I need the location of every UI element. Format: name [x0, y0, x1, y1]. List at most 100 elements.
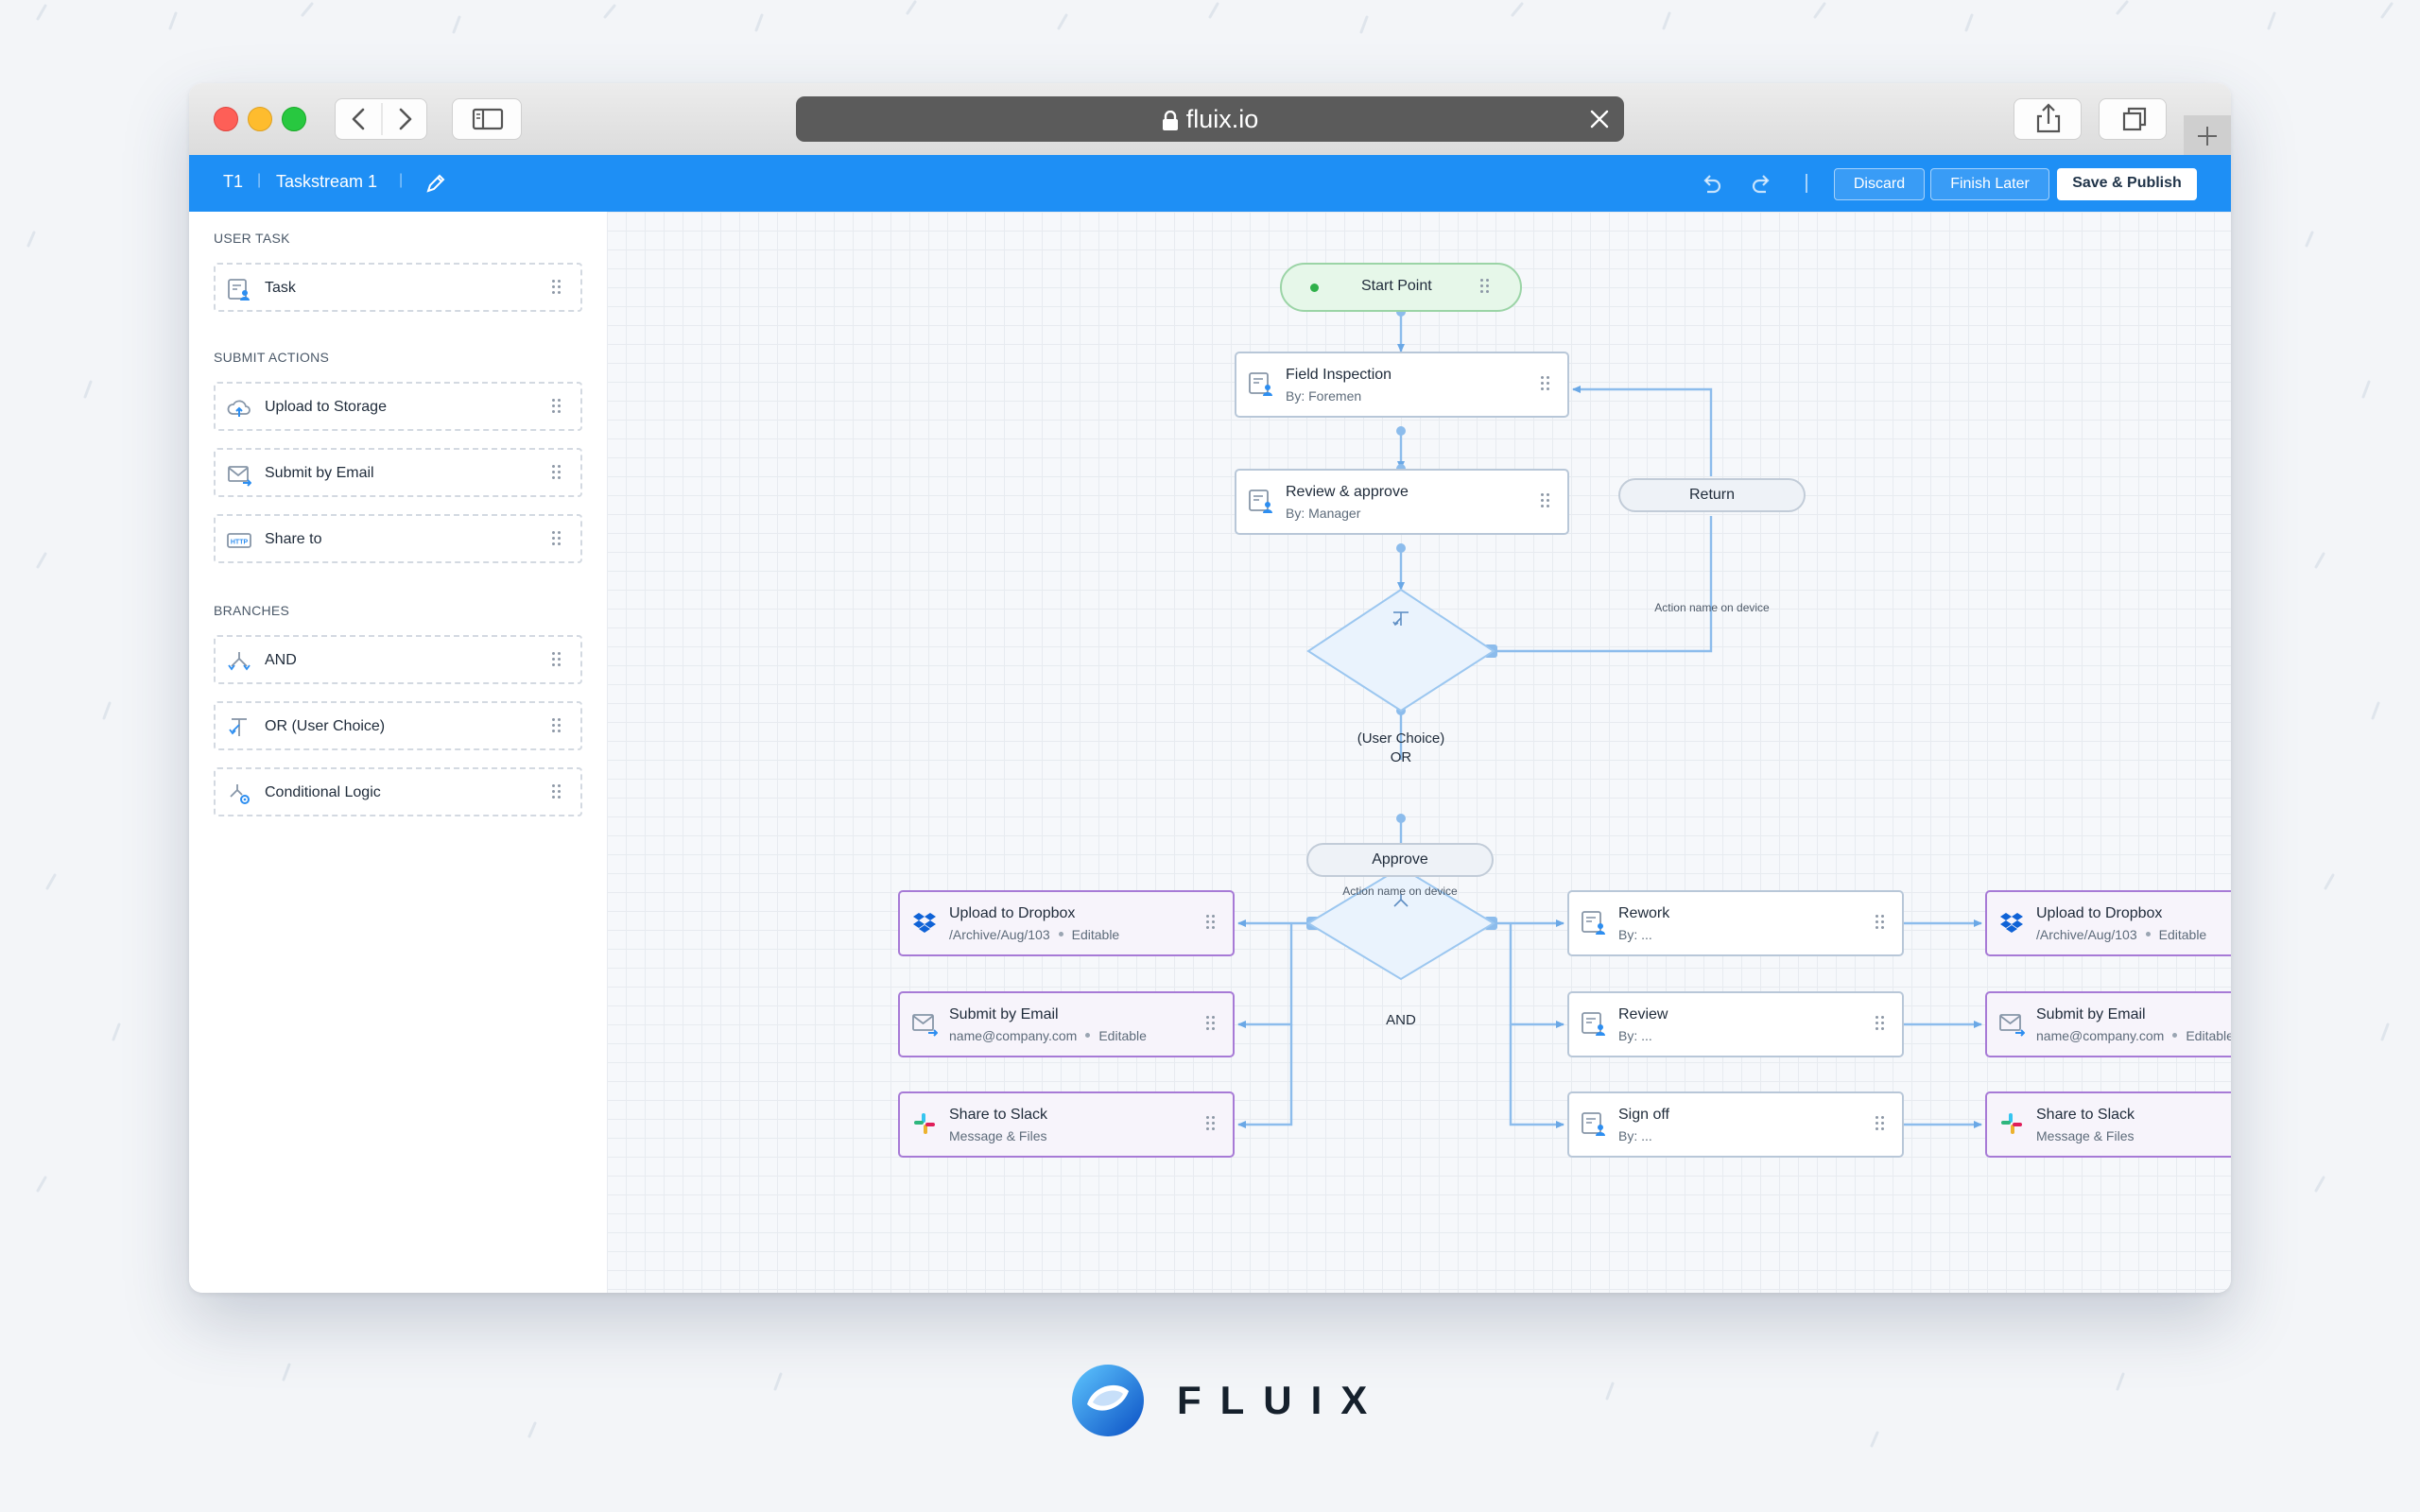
close-window-button[interactable] — [214, 107, 238, 131]
finish-later-button[interactable]: Finish Later — [1930, 168, 2049, 200]
start-point-label: Start Point — [1361, 278, 1432, 294]
browser-titlebar: fluix.io — [189, 83, 2231, 156]
sidebar-toggle-button[interactable] — [452, 98, 522, 140]
fluix-wordmark: FLUIX — [1177, 1378, 1387, 1422]
address-bar[interactable]: fluix.io — [796, 96, 1624, 142]
node-assignee: By: Foremen — [1286, 388, 1362, 404]
slack-icon — [2001, 1113, 2022, 1134]
node-email: name@company.com — [949, 1028, 1078, 1043]
and-branch-icon — [228, 652, 251, 671]
node-assignee: By: ... — [1618, 927, 1652, 942]
palette-item-or-user-choice[interactable]: OR (User Choice) — [214, 701, 582, 750]
edit-pencil-icon[interactable] — [424, 171, 448, 196]
node-detail: Message & Files — [2036, 1128, 2135, 1143]
task-node-field-inspection[interactable]: Field Inspection By: Foremen — [1235, 352, 1569, 418]
drag-handle-icon[interactable] — [1541, 376, 1552, 393]
save-publish-button[interactable]: Save & Publish — [2057, 168, 2197, 200]
slack-icon — [914, 1113, 935, 1134]
drag-handle-icon[interactable] — [1206, 1016, 1218, 1033]
drag-handle-icon[interactable] — [1480, 279, 1492, 296]
palette-item-conditional-logic[interactable]: Conditional Logic — [214, 767, 582, 816]
start-point-node[interactable]: Start Point — [1280, 263, 1522, 312]
http-icon: HTTP — [227, 533, 251, 548]
drag-handle-icon[interactable] — [1206, 915, 1218, 932]
drag-handle-icon[interactable] — [1876, 915, 1887, 932]
zoom-window-button[interactable] — [282, 107, 306, 131]
palette-item-label: AND — [265, 652, 297, 668]
node-path: /Archive/Aug/103 — [2036, 927, 2137, 942]
new-tab-button[interactable] — [2184, 115, 2231, 155]
close-icon[interactable] — [1588, 108, 1611, 130]
cloud-upload-icon — [227, 400, 251, 417]
node-title: Sign off — [1618, 1107, 1669, 1123]
action-node-share-to-slack[interactable]: Share to Slack Message & Files — [1985, 1091, 2231, 1158]
palette-item-label: Share to — [265, 531, 322, 547]
node-path: /Archive/Aug/103 — [949, 927, 1050, 942]
drag-handle-icon[interactable] — [1876, 1016, 1887, 1033]
drag-handle-icon[interactable] — [1206, 1116, 1218, 1133]
drag-handle-icon[interactable] — [1541, 493, 1552, 510]
share-button[interactable] — [2014, 98, 2082, 140]
task-icon — [1582, 1012, 1605, 1036]
discard-button[interactable]: Discard — [1834, 168, 1925, 200]
workspace-label[interactable]: T1 — [223, 172, 244, 191]
return-action-hint: Action name on device — [1654, 601, 1770, 614]
node-title: Field Inspection — [1286, 367, 1392, 383]
task-node-review[interactable]: Review By: ... — [1567, 991, 1904, 1057]
email-icon — [1999, 1014, 2025, 1037]
and-branch-icon — [1393, 894, 1409, 907]
tabs-overview-button[interactable] — [2099, 98, 2167, 140]
action-node-share-to-slack[interactable]: Share to Slack Message & Files — [898, 1091, 1235, 1158]
url-text: fluix.io — [1185, 105, 1259, 133]
task-node-rework[interactable]: Rework By: ... — [1567, 890, 1904, 956]
node-title: Rework — [1618, 905, 1670, 921]
back-icon[interactable] — [352, 108, 365, 130]
drag-handle-icon[interactable] — [552, 465, 563, 482]
minimize-window-button[interactable] — [248, 107, 272, 131]
node-title: Review — [1618, 1006, 1668, 1022]
undo-icon[interactable] — [1698, 170, 1724, 197]
palette-item-share-to[interactable]: HTTP Share to — [214, 514, 582, 563]
nav-buttons — [335, 98, 427, 140]
task-icon — [1249, 490, 1272, 513]
node-detail: Message & Files — [949, 1128, 1047, 1143]
editable-tag: Editable — [1098, 1028, 1147, 1043]
drag-handle-icon[interactable] — [552, 280, 563, 297]
dropbox-icon — [2000, 913, 2023, 933]
palette-item-upload-to-storage[interactable]: Upload to Storage — [214, 382, 582, 431]
forward-icon[interactable] — [399, 108, 412, 130]
approve-action-pill[interactable]: Approve — [1306, 843, 1494, 877]
palette-item-and[interactable]: AND — [214, 635, 582, 684]
flow-canvas[interactable]: Start Point Field Inspection By: Foremen… — [607, 212, 2231, 1293]
or-node-line2: OR — [1390, 749, 1412, 765]
fluix-logo-icon — [1072, 1365, 1144, 1436]
drag-handle-icon[interactable] — [552, 652, 563, 669]
redo-icon[interactable] — [1749, 170, 1775, 197]
task-icon — [1582, 1112, 1605, 1136]
section-title-user-task: USER TASK — [214, 231, 290, 246]
fluix-logo: FLUIX — [1068, 1361, 1367, 1440]
drag-handle-icon[interactable] — [552, 784, 563, 801]
or-decision-shape[interactable] — [1306, 588, 1495, 713]
palette-item-task[interactable]: Task — [214, 263, 582, 312]
or-branch-icon — [229, 718, 247, 736]
drag-handle-icon[interactable] — [552, 718, 563, 735]
status-dot — [1310, 284, 1319, 292]
and-decision-shape[interactable] — [1306, 866, 1495, 981]
or-node-label: (User Choice) OR — [1325, 730, 1477, 767]
palette-item-submit-by-email[interactable]: Submit by Email — [214, 448, 582, 497]
drag-handle-icon[interactable] — [552, 531, 563, 548]
drag-handle-icon[interactable] — [1876, 1116, 1887, 1133]
task-node-sign-off[interactable]: Sign off By: ... — [1567, 1091, 1904, 1158]
task-node-review-approve[interactable]: Review & approve By: Manager — [1235, 469, 1569, 535]
or-branch-icon — [1392, 611, 1409, 627]
drag-handle-icon[interactable] — [552, 399, 563, 416]
taskstream-name[interactable]: Taskstream 1 — [276, 172, 378, 191]
return-action-pill[interactable]: Return — [1618, 478, 1806, 512]
